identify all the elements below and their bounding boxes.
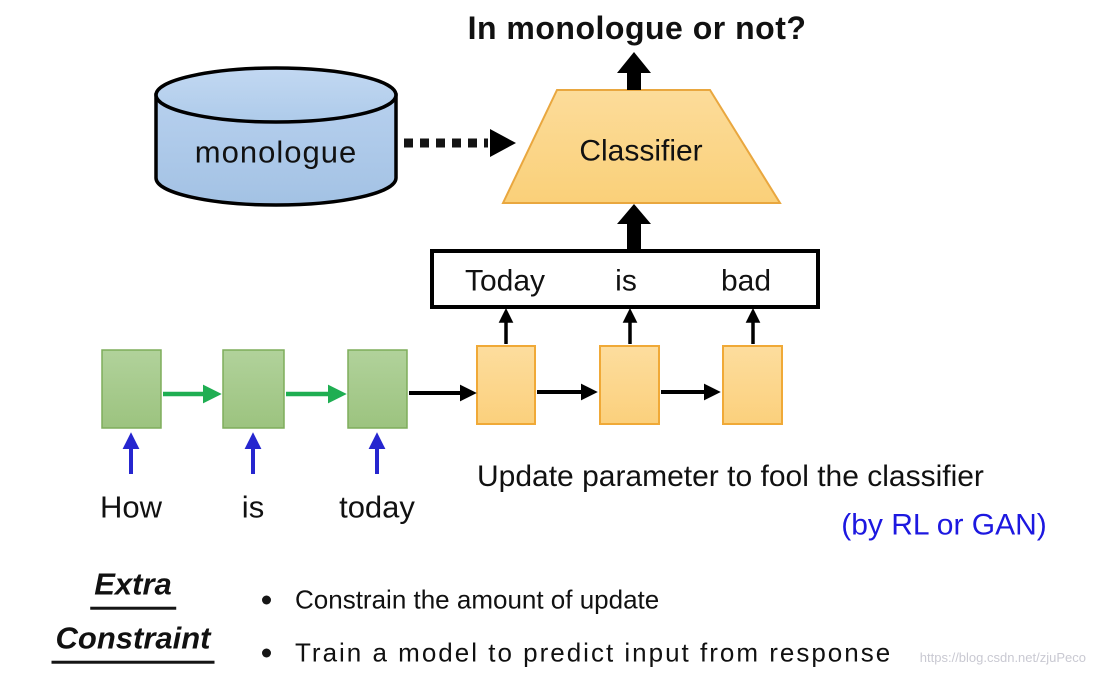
extra-constraint-heading-line2: Constraint — [51, 622, 215, 664]
constraint-bullet-2-text: Train a model to predict input from resp… — [295, 637, 893, 668]
bullet-icon — [262, 595, 271, 605]
encoder-cell-2 — [222, 349, 285, 429]
encoder-cell-1 — [101, 349, 162, 429]
constraint-bullet-2: Train a model to predict input from resp… — [262, 638, 892, 669]
constraint-bullet-1: Constrain the amount of update — [262, 585, 659, 616]
update-parameter-note: Update parameter to fool the classifier — [477, 460, 984, 493]
extra-constraint-heading-line1: Extra — [90, 568, 176, 610]
input-word-2: is — [241, 489, 265, 525]
question-title: In monologue or not? — [467, 10, 807, 47]
classifier-label: Classifier — [579, 134, 703, 168]
monologue-database-cylinder — [154, 93, 398, 207]
constraint-bullet-1-text: Constrain the amount of update — [295, 584, 660, 615]
arrow-classifier-to-question-head — [617, 52, 651, 73]
csdn-watermark: https://blog.csdn.net/zjuPeco — [919, 650, 1086, 665]
generated-word-3: bad — [720, 264, 772, 298]
bullet-icon — [262, 648, 271, 658]
dotted-arrow-head — [490, 129, 516, 157]
arrow-sentence-to-classifier-shaft — [627, 222, 641, 251]
decoder-cell-1 — [476, 345, 536, 425]
decoder-cell-3 — [722, 345, 783, 425]
arrow-sentence-to-classifier-head — [617, 204, 651, 224]
classifier-trapezoid — [501, 89, 782, 204]
generated-word-1: Today — [464, 264, 546, 298]
input-word-1: How — [99, 489, 163, 525]
arrow-classifier-to-question-shaft — [627, 71, 641, 90]
monologue-database-cylinder-top — [154, 66, 398, 124]
input-word-3: today — [339, 489, 415, 525]
generated-sentence-box — [430, 249, 820, 309]
generated-word-2: is — [615, 264, 637, 298]
encoder-cell-3 — [347, 349, 408, 429]
database-label: monologue — [194, 134, 358, 170]
rl-gan-note: (by RL or GAN) — [841, 508, 1047, 542]
decoder-cell-2 — [599, 345, 660, 425]
